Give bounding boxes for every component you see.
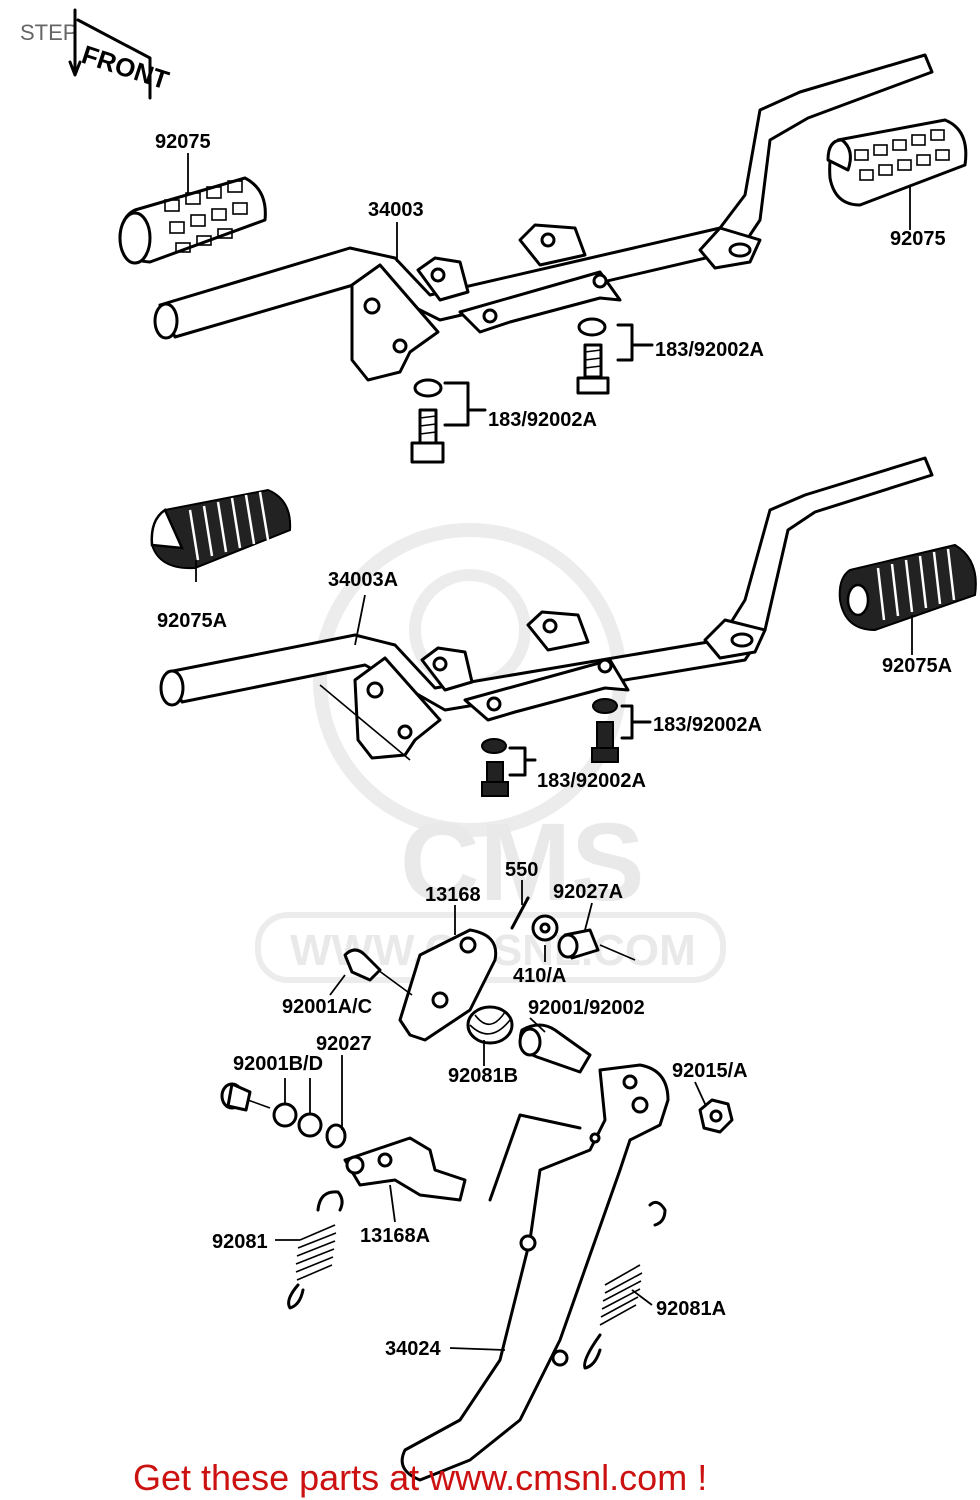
label-183-92002A-top-left: 183/92002A	[488, 409, 597, 431]
label-92001BD: 92001B/D	[233, 1053, 323, 1075]
label-13168: 13168	[425, 884, 481, 906]
label-183-92002A-mid-left: 183/92002A	[537, 770, 646, 792]
spring-92081	[287, 1190, 344, 1310]
spring-92081A	[583, 1200, 667, 1370]
footpeg-grip-92075-left	[118, 176, 267, 265]
label-92027A: 92027A	[553, 881, 623, 903]
label-92081A: 92081A	[656, 1298, 726, 1320]
front-direction-marker: FRONT	[68, 8, 173, 100]
spring-92081B	[466, 1005, 514, 1045]
pin-550	[510, 896, 530, 930]
front-label: FRONT	[78, 39, 173, 95]
label-92075A-right: 92075A	[882, 655, 952, 677]
bolt-92001-92002	[518, 1023, 592, 1074]
label-92001AC: 92001A/C	[282, 996, 372, 1018]
label-34024: 34024	[385, 1338, 441, 1360]
side-stand-34024	[400, 1063, 670, 1482]
label-92075A-left: 92075A	[157, 610, 227, 632]
label-92075-top-right: 92075	[890, 228, 946, 250]
label-34003: 34003	[368, 199, 424, 221]
label-92015A: 92015/A	[672, 1060, 748, 1082]
leader-mid-right-bolt	[620, 704, 652, 740]
bolt-washer-top-left	[410, 378, 445, 464]
label-183-92002A-mid-right: 183/92002A	[653, 714, 762, 736]
label-92001-92002: 92001/92002	[528, 997, 645, 1019]
bracket-13168	[398, 928, 498, 1042]
bolt-washer-mid-right	[591, 698, 619, 763]
nut-92015A	[698, 1098, 734, 1134]
label-550: 550	[505, 859, 538, 881]
label-92075-top-left: 92075	[155, 131, 211, 153]
bolt-92001BD	[220, 1082, 347, 1149]
washer-410A	[531, 914, 559, 942]
leader-lines	[187, 153, 913, 1351]
footpeg-grip-92075-right	[826, 118, 968, 207]
footpeg-bar-34003A	[159, 456, 934, 761]
label-92081B: 92081B	[448, 1065, 518, 1087]
label-410A: 410/A	[513, 965, 566, 987]
label-183-92002A-top-right: 183/92002A	[655, 339, 764, 361]
watermark-logo: CMS WWW.CMSNL.COM	[255, 523, 726, 983]
label-13168A: 13168A	[360, 1225, 430, 1247]
bolt-92001AC	[343, 948, 413, 996]
label-92081: 92081	[212, 1231, 268, 1253]
collar-92027A	[557, 928, 636, 961]
footpeg-grip-92075A-left	[150, 488, 292, 570]
page-title: STEP	[20, 20, 77, 45]
footer-link[interactable]: Get these parts at www.cmsnl.com !	[133, 1457, 707, 1498]
leader-top-left-bolt	[443, 381, 487, 427]
label-92027: 92027	[316, 1033, 372, 1055]
bracket-13168A	[343, 1136, 467, 1202]
bolt-washer-mid-left	[481, 738, 509, 797]
leader-top-right-bolt	[616, 323, 654, 362]
leader-mid-left-bolt	[508, 746, 537, 777]
footpeg-grip-92075A-right	[838, 543, 977, 632]
label-34003A: 34003A	[328, 569, 398, 591]
footpeg-bar-34003	[153, 53, 934, 382]
bolt-washer-top-right	[576, 317, 610, 395]
